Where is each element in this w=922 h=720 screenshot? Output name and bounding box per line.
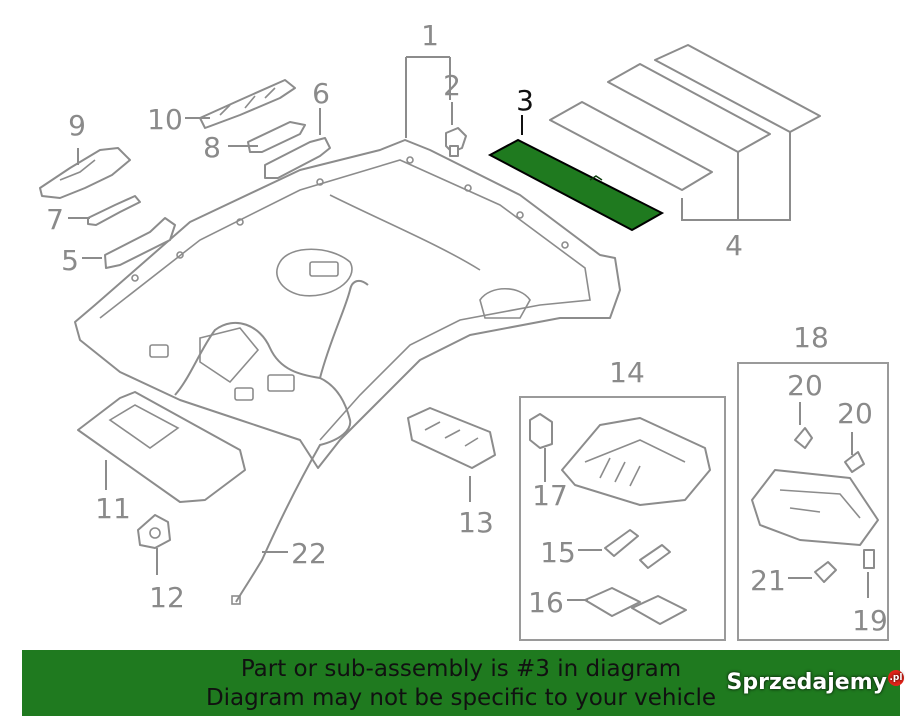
wiring-harness-part [174, 279, 369, 605]
part-10-bracket [199, 79, 296, 129]
banner-line-1: Part or sub-assembly is #3 in diagram [240, 656, 682, 682]
callout-labels: 1 2 3 4 5 6 7 8 9 10 11 12 13 14 15 16 1… [46, 19, 888, 637]
callout-6: 6 [312, 77, 330, 110]
callout-1: 1 [421, 19, 439, 52]
watermark-badge: .pl [888, 670, 904, 686]
part-15-bulbs [604, 529, 671, 569]
callout-3: 3 [516, 84, 534, 117]
info-banner: Part or sub-assembly is #3 in diagram Di… [22, 650, 900, 716]
part-4-pads [549, 44, 821, 191]
part-14-overhead-console [561, 417, 711, 506]
callout-18: 18 [793, 321, 829, 354]
callout-12: 12 [149, 581, 185, 614]
part-6-grip [264, 137, 331, 179]
watermark-logo: Sprzedajemy.pl [726, 670, 904, 695]
callout-17: 17 [532, 479, 568, 512]
callout-14: 14 [609, 356, 645, 389]
part-8-bracket [247, 121, 306, 153]
callout-16: 16 [528, 586, 564, 619]
callout-11: 11 [95, 492, 131, 525]
part-19-screw [863, 549, 875, 569]
callout-8: 8 [203, 131, 221, 164]
callout-22: 22 [291, 537, 327, 570]
callout-9: 9 [68, 109, 86, 142]
part-17-clip [529, 413, 553, 449]
callout-21: 21 [750, 564, 786, 597]
banner-line-2: Diagram may not be specific to your vehi… [205, 685, 717, 711]
part-2-clip [445, 127, 467, 157]
callout-4: 4 [725, 229, 743, 262]
part-7-bracket [87, 195, 141, 226]
callout-7: 7 [46, 203, 64, 236]
callout-2: 2 [443, 69, 461, 102]
part-20-clips [794, 427, 865, 473]
callout-13: 13 [458, 506, 494, 539]
group-box-14 [519, 396, 726, 641]
part-21-bulb [814, 561, 837, 583]
part-9-bracket [39, 147, 131, 199]
callout-19: 19 [852, 604, 888, 637]
callout-15: 15 [540, 536, 576, 569]
leader-lines [68, 56, 869, 601]
callout-20a: 20 [787, 369, 823, 402]
part-3-highlighted-pad [487, 138, 665, 232]
part-5-grip [104, 217, 176, 269]
watermark-text: Sprzedajemy [726, 670, 888, 695]
group-box-18 [737, 362, 889, 641]
callout-20b: 20 [837, 397, 873, 430]
part-13-lamp [407, 407, 496, 469]
part-16-lens [584, 587, 687, 625]
part-11-sun-visor [77, 391, 246, 503]
part-18-lamp-assembly [751, 469, 879, 546]
part-12-visor-holder [137, 514, 171, 549]
callout-10: 10 [147, 103, 183, 136]
callout-5: 5 [61, 244, 79, 277]
headliner-part [74, 139, 621, 469]
